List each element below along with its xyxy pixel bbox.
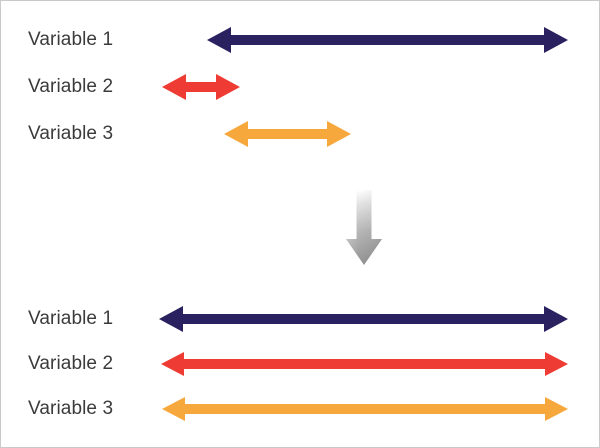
bottom-arrow-variable-1 [159, 306, 568, 332]
bottom-row-label-variable-2: Variable 2 [28, 353, 114, 374]
top-arrow-variable-2 [162, 74, 240, 100]
top-row-label-variable-3: Variable 3 [28, 123, 114, 144]
top-row-label-variable-2: Variable 2 [28, 76, 114, 97]
bottom-arrow-variable-3 [162, 397, 568, 421]
bottom-arrow-variable-2 [161, 352, 568, 376]
bottom-row-label-variable-1: Variable 1 [28, 308, 114, 329]
bottom-row-label-variable-3: Variable 3 [28, 398, 114, 419]
top-arrow-variable-3 [224, 121, 351, 147]
top-row-label-variable-1: Variable 1 [28, 29, 114, 50]
gradient-down-arrow [346, 190, 382, 265]
top-arrow-variable-1 [207, 27, 568, 53]
